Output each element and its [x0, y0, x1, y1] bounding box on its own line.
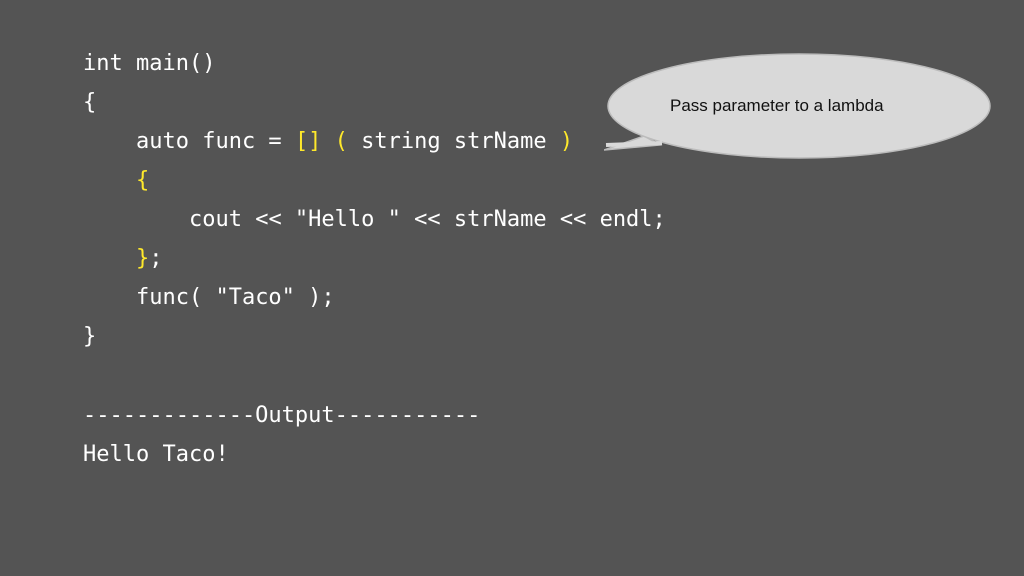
code-line-func-call: func( "Taco" );: [83, 285, 335, 311]
output-result: Hello Taco!: [83, 442, 229, 468]
callout-text: Pass parameter to a lambda: [670, 96, 884, 115]
code-text: {: [83, 90, 97, 115]
speech-bubble-callout: Pass parameter to a lambda: [604, 52, 992, 162]
code-text: int main(): [83, 51, 216, 76]
code-text: ;: [149, 246, 163, 271]
speech-bubble-shape: [604, 53, 991, 159]
output-separator: -------------Output-----------: [83, 403, 480, 429]
lambda-brace-highlight: {: [135, 168, 150, 193]
code-text: func( "Taco" );: [135, 285, 335, 310]
code-line-main-signature: int main(): [83, 51, 215, 77]
code-text: string strName: [347, 129, 560, 154]
code-line-open-brace: {: [83, 90, 96, 116]
output-separator-text: -------------Output-----------: [83, 403, 481, 428]
lambda-paren-highlight: ): [559, 129, 574, 154]
code-text: }: [83, 324, 97, 349]
code-line-lambda-open-brace: {: [83, 168, 149, 194]
code-line-lambda-declaration: auto func = [] ( string strName ): [83, 129, 573, 155]
code-text: auto func =: [135, 129, 295, 154]
lambda-capture-highlight: [] (: [294, 129, 348, 154]
code-line-cout: cout << "Hello " << strName << endl;: [83, 207, 666, 233]
code-line-close-brace: }: [83, 324, 96, 350]
code-line-lambda-close: };: [83, 246, 163, 272]
code-text: cout << "Hello " << strName << endl;: [188, 207, 666, 232]
lambda-brace-highlight: }: [135, 246, 150, 271]
output-result-text: Hello Taco!: [83, 442, 229, 467]
